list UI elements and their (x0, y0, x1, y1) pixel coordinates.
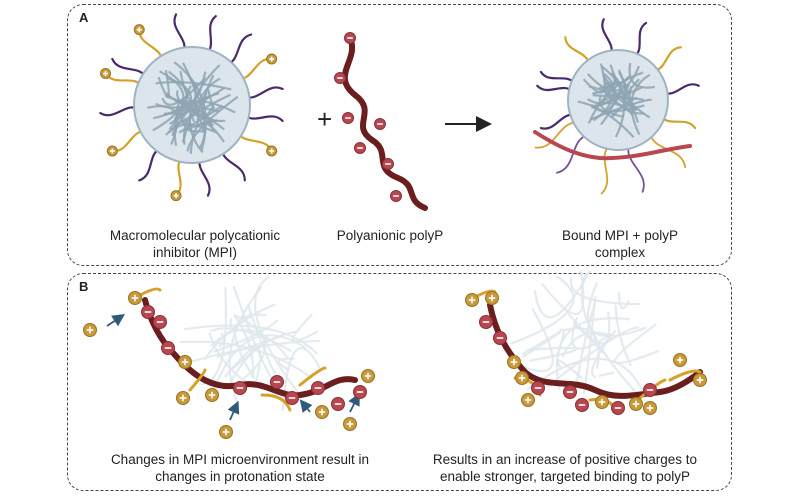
mpi-background-coil-right (510, 270, 660, 396)
positive-charge-icon (133, 24, 145, 36)
negative-charge-icon (493, 331, 507, 345)
binding-caption-line1: Results in an increase of positive charg… (432, 452, 698, 467)
negative-charge-icon (334, 72, 346, 84)
binding-caption-line2: enable stronger, targeted binding to pol… (440, 469, 690, 484)
panel-b-letter: B (79, 279, 89, 294)
positive-charge-icon (170, 190, 182, 202)
negative-charge-icon (270, 375, 284, 389)
bound-polyp-chain (533, 130, 692, 161)
panel-a (67, 4, 732, 266)
mpi-caption-line2: inhibitor (MPI) (152, 245, 238, 260)
positive-charge-icon (507, 355, 521, 369)
migration-arrow-icon (348, 392, 360, 413)
complex-caption: Bound MPI + polyP complex (530, 227, 710, 261)
complex-caption-line2: complex (594, 245, 646, 260)
positive-charge-icon (178, 355, 192, 369)
negative-charge-icon (575, 398, 589, 412)
negative-charge-icon (354, 142, 366, 154)
negative-charge-icon (382, 158, 394, 170)
negative-charge-icon (331, 397, 345, 411)
positive-charge-icon (521, 393, 535, 407)
complex-core-coil (577, 62, 655, 138)
positive-charge-icon (83, 323, 97, 337)
mpi-core-coil (147, 61, 239, 154)
panel-a-letter: A (79, 10, 89, 25)
positive-charge-icon (266, 145, 278, 157)
negative-charge-icon (153, 315, 167, 329)
positive-charge-icon (361, 369, 375, 383)
negative-charge-icon (233, 381, 247, 395)
positive-charge-icon (176, 391, 190, 405)
negative-charge-icon (390, 190, 402, 202)
positive-charge-icon (673, 353, 687, 367)
negative-charge-icon (531, 381, 545, 395)
positive-charge-icon (219, 425, 233, 439)
positive-charge-icon (106, 145, 118, 157)
positive-charge-icon (128, 291, 142, 305)
polyp-chain-right (487, 302, 703, 399)
complex-caption-line1: Bound MPI + polyP (562, 228, 678, 243)
microenvironment-caption-line1: Changes in MPI microenvironment result i… (110, 452, 370, 467)
positive-charge-icon (595, 395, 609, 409)
positive-charge-icon (465, 293, 479, 307)
polyp-chain (334, 32, 428, 211)
panel-b (67, 273, 732, 491)
negative-charge-icon (563, 385, 577, 399)
negative-charge-icon (311, 381, 325, 395)
negative-charge-icon (611, 401, 625, 415)
binding-caption: Results in an increase of positive charg… (405, 451, 725, 485)
mpi-caption: Macromolecular polycationic inhibitor (M… (80, 227, 310, 261)
negative-charge-icon (285, 391, 299, 405)
positive-charge-icon (643, 401, 657, 415)
charge-markers (83, 291, 707, 439)
negative-charge-icon (344, 32, 356, 44)
mpi-particle (99, 13, 284, 202)
mpi-caption-line1: Macromolecular polycationic (109, 228, 281, 243)
negative-charge-icon (141, 305, 155, 319)
positive-charge-icon (629, 397, 643, 411)
migration-arrow-icon (299, 399, 313, 413)
polyp-caption: Polyanionic polyP (336, 228, 444, 243)
positive-charge-icon (266, 53, 278, 65)
mpi-background-coil-left (179, 275, 321, 411)
positive-charge-icon (343, 417, 357, 431)
positive-charge-icon (693, 373, 707, 387)
migration-arrow-icon (106, 314, 125, 327)
positive-charge-icon (485, 291, 499, 305)
positive-charge-icon (205, 388, 219, 402)
migration-arrows (106, 314, 360, 421)
negative-charge-icon (342, 112, 354, 124)
negative-charge-icon (161, 341, 175, 355)
plus-sign: + (317, 104, 332, 134)
negative-charge-icon (374, 118, 386, 130)
bound-complex (533, 18, 700, 195)
migration-arrow-icon (227, 400, 240, 421)
microenvironment-caption: Changes in MPI microenvironment result i… (80, 451, 400, 485)
positive-charge-icon (100, 68, 112, 80)
microenvironment-caption-line2: changes in protonation state (155, 469, 325, 484)
negative-charge-icon (353, 385, 367, 399)
negative-charge-icon (479, 315, 493, 329)
positive-charge-icon (515, 371, 529, 385)
negative-charge-icon (643, 383, 657, 397)
positive-charge-icon (315, 405, 329, 419)
